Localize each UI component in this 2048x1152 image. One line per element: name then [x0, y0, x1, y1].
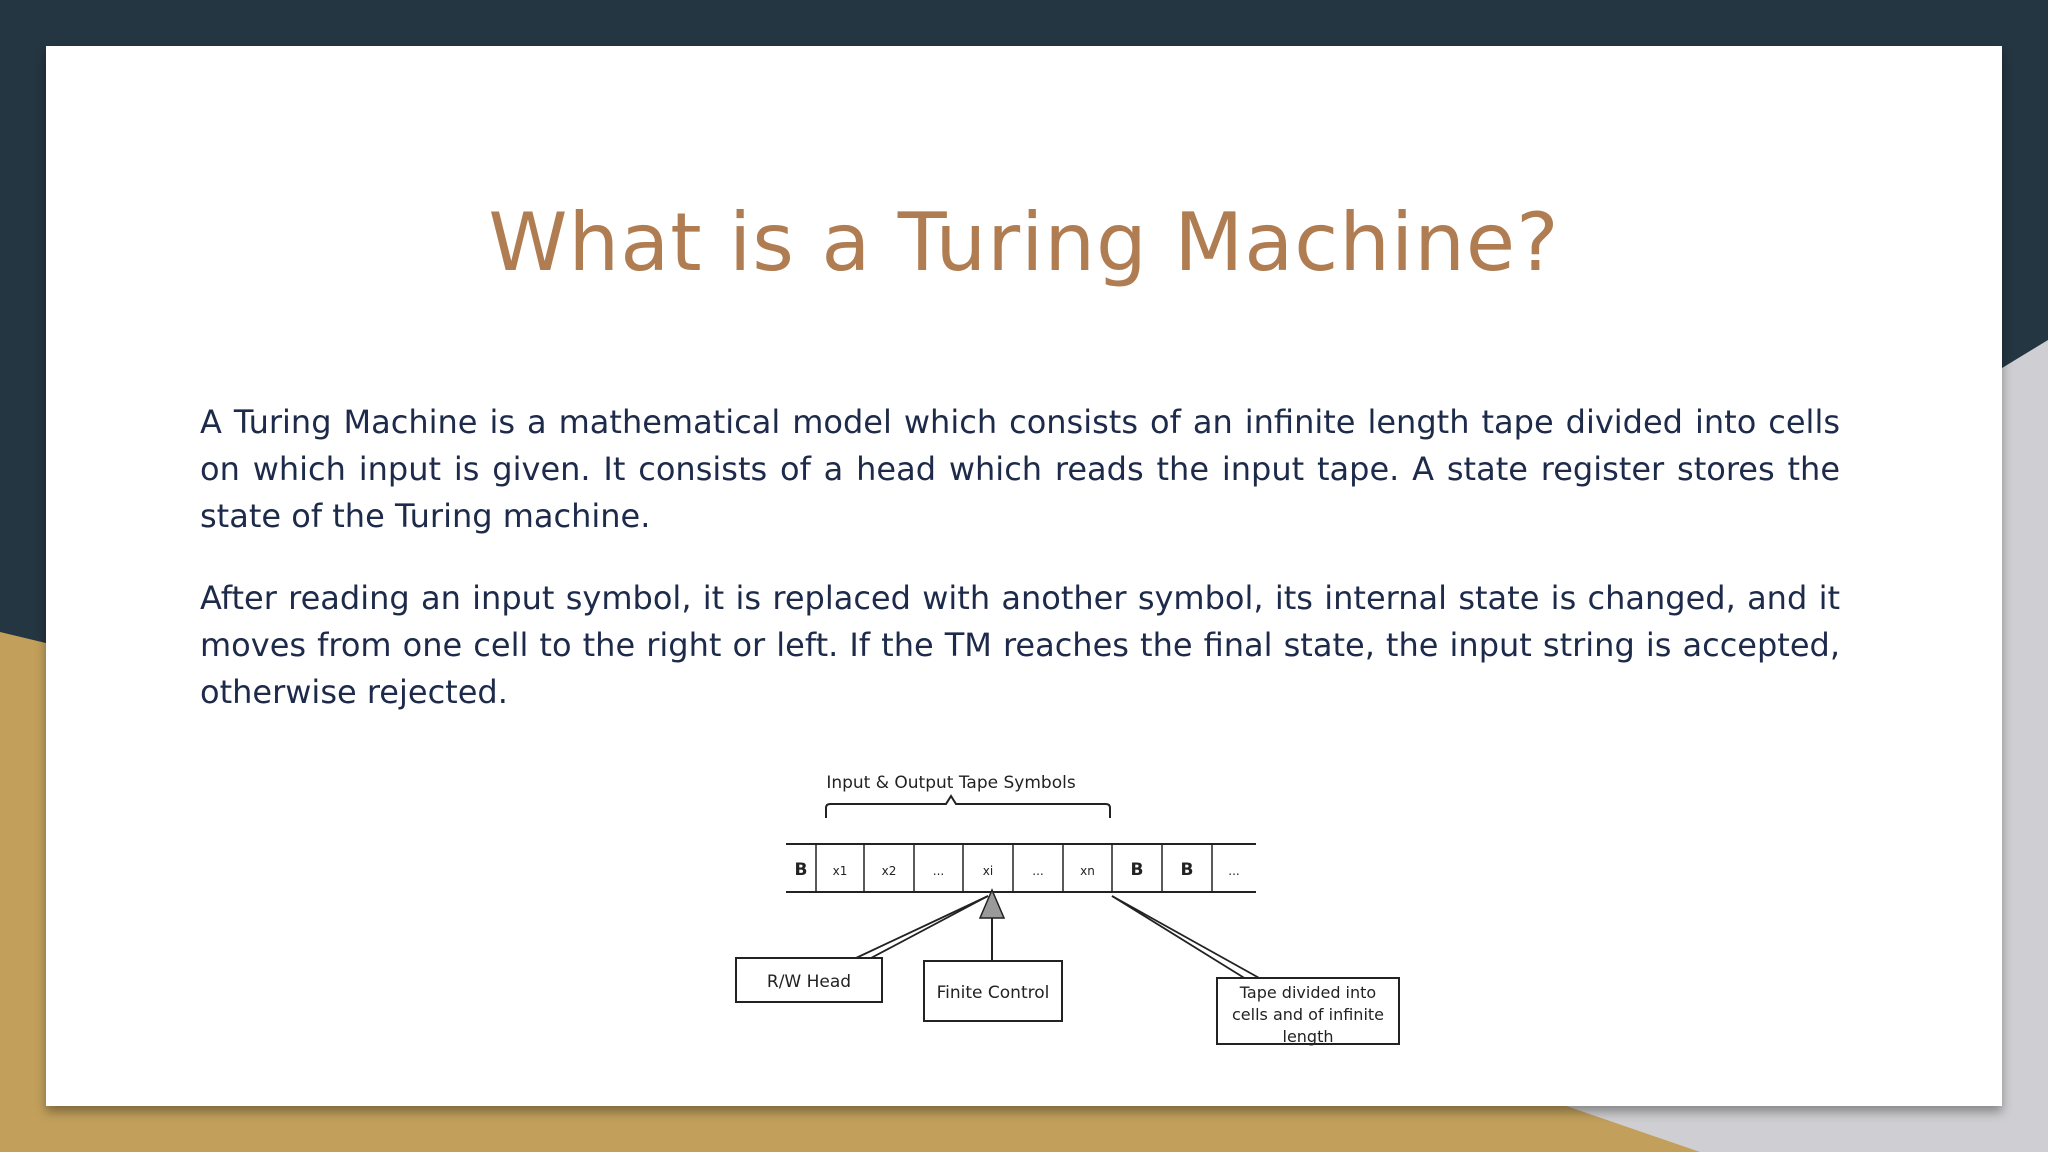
tape-cell-label: B	[1131, 860, 1144, 880]
tape-cell-label: xn	[1080, 864, 1095, 878]
head-arrow	[978, 888, 1006, 919]
tape-note-pointer-b	[1111, 895, 1262, 980]
rw-head-pointer-b	[870, 895, 989, 959]
finite-control-label: Finite Control	[937, 983, 1050, 1003]
slide-title: What is a Turing Machine?	[488, 196, 1560, 289]
tape-cell-label: B	[1181, 860, 1194, 880]
finite-control-box	[923, 960, 1063, 1022]
brace-label: Input & Output Tape Symbols	[826, 773, 1076, 793]
tape-note-pointer-a	[1111, 895, 1247, 980]
tape-cell-label: xi	[983, 864, 993, 878]
tape-cell-label: ...	[933, 864, 944, 878]
tape-brace	[825, 794, 1111, 818]
tape-note-line-1: Tape divided into	[1239, 983, 1376, 1002]
slide-canvas: What is a Turing Machine? A Turing Machi…	[46, 46, 2002, 1106]
rw-head-label: R/W Head	[767, 972, 851, 992]
tape-dividers	[815, 844, 1213, 892]
tape-cell-label: ...	[1032, 864, 1043, 878]
tape-note-line-3: length	[1283, 1027, 1334, 1046]
tape-cell-label: x2	[882, 864, 897, 878]
tape-note-line-2: cells and of infinite	[1232, 1005, 1384, 1024]
paragraph-definition: A Turing Machine is a mathematical model…	[200, 403, 1840, 535]
rw-head-box	[735, 957, 883, 1003]
tape-note-box	[1216, 977, 1400, 1045]
rw-head-pointer-a	[855, 895, 989, 959]
tape-cell-label: B	[795, 860, 808, 880]
tape-cell-label: x1	[833, 864, 848, 878]
paragraph-operation: After reading an input symbol, it is rep…	[200, 579, 1840, 711]
tape-cell-label: ...	[1228, 864, 1239, 878]
